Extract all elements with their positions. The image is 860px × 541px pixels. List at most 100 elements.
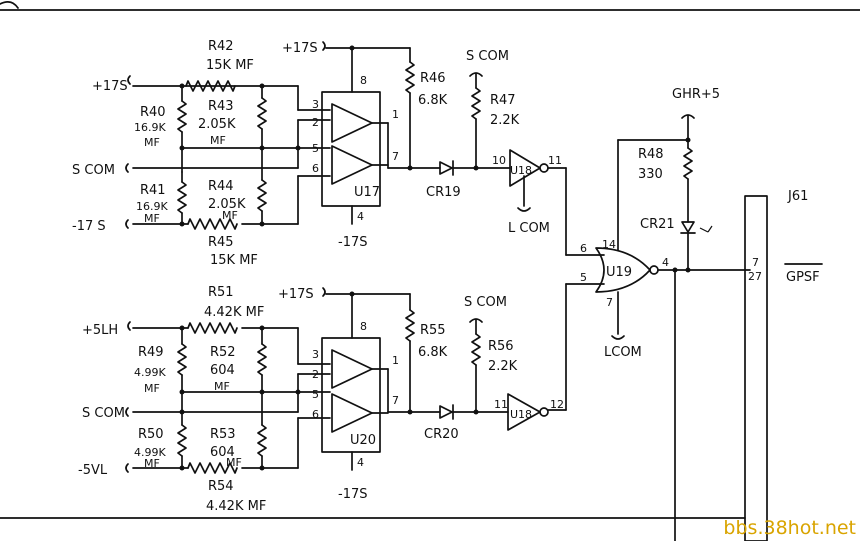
- junction-dot: [259, 465, 265, 471]
- label-r45: R45: [208, 235, 234, 250]
- label-cr20: CR20: [424, 427, 459, 442]
- input-terminal: [125, 219, 129, 229]
- lcom-terminal: [517, 207, 531, 212]
- pin-3: 3: [312, 98, 319, 111]
- nor-bubble: [649, 265, 659, 275]
- scom-terminal: [469, 318, 483, 323]
- op-amp-lower: [331, 393, 373, 433]
- label-r44: R44: [208, 179, 234, 194]
- pin-2: 2: [312, 116, 319, 129]
- label-r49-mf: MF: [144, 382, 160, 395]
- input-terminal: [127, 75, 131, 85]
- resistor-r45: [187, 218, 238, 230]
- label-r55: R55: [420, 323, 446, 338]
- label-r43: R43: [208, 99, 234, 114]
- scom-terminal: [469, 72, 483, 77]
- nor-gate-u19: [595, 247, 651, 293]
- pin-7: 7: [392, 394, 399, 407]
- label-scom: S COM: [464, 295, 507, 310]
- label-r44-mf: MF: [222, 209, 238, 222]
- inverter-bubble: [539, 407, 549, 417]
- pin-1: 1: [392, 108, 399, 121]
- label-r49: R49: [138, 345, 164, 360]
- pin-14: 14: [602, 238, 616, 251]
- label-r42-value: 15K MF: [206, 58, 254, 73]
- junction-dot: [179, 83, 185, 89]
- junction-dot: [179, 465, 185, 471]
- input-terminal: [125, 163, 129, 173]
- label-r52: R52: [210, 345, 236, 360]
- pin-8: 8: [360, 74, 367, 87]
- pin-8: 8: [360, 320, 367, 333]
- diode-cr19: [439, 161, 453, 175]
- label-lcom: LCOM: [604, 345, 642, 360]
- resistor-r41: [177, 181, 187, 214]
- resistor-r50: [177, 424, 187, 457]
- label-cr19: CR19: [426, 185, 461, 200]
- label-r40-mf: MF: [144, 136, 160, 149]
- pin-7: 7: [752, 256, 759, 269]
- label-j61: J61: [787, 189, 808, 204]
- pin-11: 11: [494, 398, 508, 411]
- op-amp-upper: [331, 103, 373, 143]
- resistor-r49: [177, 343, 187, 376]
- resistor-r52: [257, 343, 267, 376]
- label-r50-value: 4.99K: [134, 446, 166, 459]
- label-r44-value: 2.05K: [208, 197, 246, 212]
- label-vcc-top: +17S: [282, 41, 318, 56]
- label-r56-value: 2.2K: [488, 359, 518, 374]
- label-p17s-in: +17S: [92, 79, 128, 94]
- label-u18: U18: [510, 164, 532, 177]
- label-r54: R54: [208, 479, 234, 494]
- label-5lh: +5LH: [82, 323, 118, 338]
- label-r51-value: 4.42K MF: [204, 305, 264, 320]
- pin-4: 4: [662, 256, 669, 269]
- label-r43-value: 2.05K: [198, 117, 236, 132]
- label-neg17: -17 S: [72, 219, 106, 234]
- label-r46: R46: [420, 71, 446, 86]
- label-r53-mf: MF: [226, 456, 242, 469]
- pin-27: 27: [748, 270, 762, 283]
- label-r41: R41: [140, 183, 166, 198]
- label-vcc-bottom: +17S: [278, 287, 314, 302]
- watermark: bbs.38hot.net: [723, 517, 856, 539]
- label-neg17: -17S: [338, 235, 368, 250]
- input-terminal: [125, 463, 129, 473]
- resistor-r55: [405, 309, 415, 342]
- connector-j61: [744, 195, 768, 541]
- label-r40: R40: [140, 105, 166, 120]
- pin-5: 5: [312, 142, 319, 155]
- input-terminal: [125, 407, 129, 417]
- pin-2: 2: [312, 368, 319, 381]
- label-r42: R42: [208, 39, 234, 54]
- junction-dot: [407, 409, 413, 415]
- u20-package: [321, 337, 381, 453]
- op-amp-lower: [331, 145, 373, 185]
- label-lcom: L COM: [508, 221, 550, 236]
- pin-5: 5: [312, 388, 319, 401]
- label-r47-value: 2.2K: [490, 113, 520, 128]
- label-r43-mf: MF: [210, 134, 226, 147]
- junction-dot: [179, 221, 185, 227]
- junction-dot: [179, 389, 185, 395]
- junction-dot: [349, 291, 355, 297]
- resistor-r46: [405, 61, 415, 94]
- resistor-r56: [471, 333, 481, 366]
- label-r45-value: 15K MF: [210, 253, 258, 268]
- diode-cr20: [439, 405, 453, 419]
- pin-7: 7: [606, 296, 613, 309]
- label-r50-mf: MF: [144, 457, 160, 470]
- lcom-terminal: [611, 335, 625, 340]
- label-r53: R53: [210, 427, 236, 442]
- junction-dot: [349, 45, 355, 51]
- label-scom: S COM: [72, 163, 115, 178]
- junction-dot: [179, 145, 185, 151]
- label-cr21: CR21: [640, 217, 675, 232]
- led-cr21: [681, 221, 695, 233]
- label-r56: R56: [488, 339, 514, 354]
- pin-10: 10: [492, 154, 506, 167]
- inverter-u18-bottom: [507, 393, 541, 431]
- label-neg17: -17S: [338, 487, 368, 502]
- label-scom: S COM: [82, 406, 125, 421]
